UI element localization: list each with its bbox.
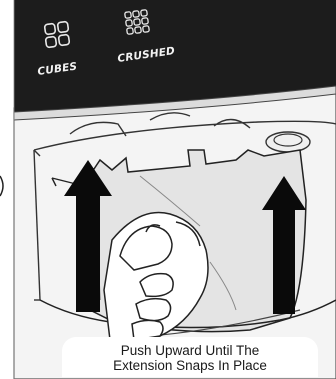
- caption-line-2: Extension Snaps In Place: [62, 358, 318, 373]
- caption-box: Push Upward Until The Extension Snaps In…: [62, 337, 318, 377]
- caption-line-1: Push Upward Until The: [62, 343, 318, 358]
- dispenser-knob: [266, 132, 310, 152]
